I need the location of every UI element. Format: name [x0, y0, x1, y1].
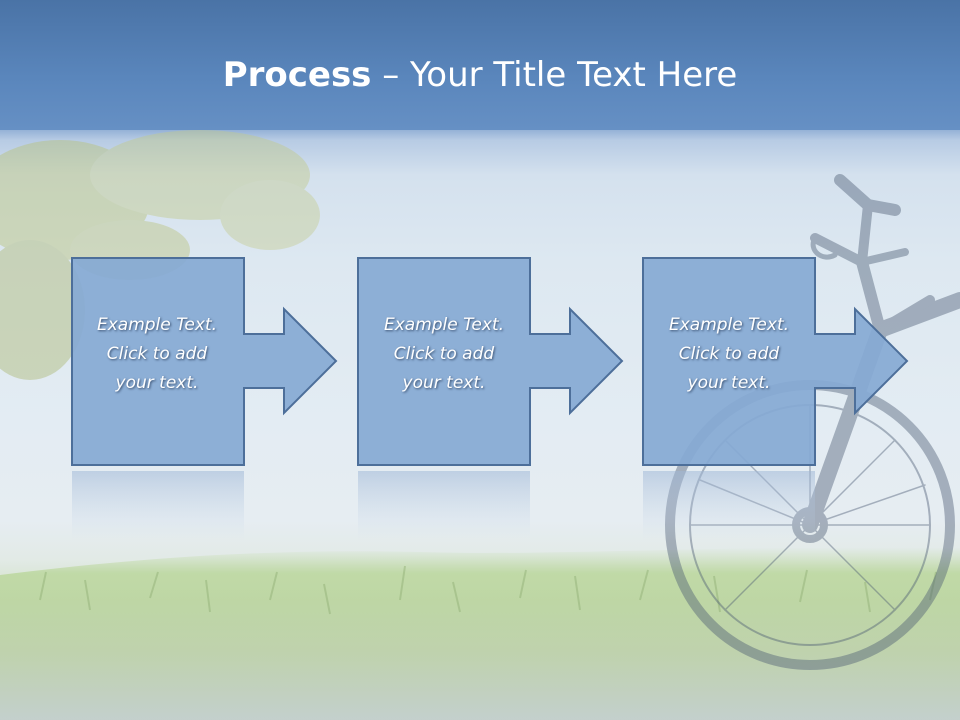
grass-blades: [39, 565, 937, 615]
step-1-arrow-box[interactable]: [71, 257, 338, 466]
title-band: [0, 0, 960, 130]
step-2-line-1: Example Text.: [383, 315, 505, 335]
step-2-arrow-box[interactable]: [357, 257, 624, 466]
step-1-reflection: [72, 471, 244, 541]
step-2-line-2: Click to add: [393, 344, 495, 364]
step-2-text[interactable]: Example Text. Click to add your text.: [358, 311, 530, 398]
step-3-line-3: your text.: [687, 373, 771, 393]
tree-foliage: [0, 130, 320, 380]
step-3-reflection: [643, 471, 815, 541]
slide-title[interactable]: Process – Your Title Text Here: [0, 52, 960, 98]
title-rest-text: – Your Title Text Here: [371, 55, 738, 95]
step-3-line-1: Example Text.: [668, 315, 790, 335]
step-3-arrow-box[interactable]: [642, 257, 909, 466]
step-1-text[interactable]: Example Text. Click to add your text.: [71, 311, 243, 398]
step-3-line-2: Click to add: [678, 344, 780, 364]
step-1-line-2: Click to add: [106, 344, 208, 364]
step-1-line-1: Example Text.: [96, 315, 218, 335]
step-3-text[interactable]: Example Text. Click to add your text.: [643, 311, 815, 398]
title-bold-text: Process: [222, 55, 372, 95]
grass-field: [0, 547, 960, 720]
step-1-line-3: your text.: [115, 373, 199, 393]
step-2-reflection: [358, 471, 530, 541]
step-2-line-3: your text.: [402, 373, 486, 393]
